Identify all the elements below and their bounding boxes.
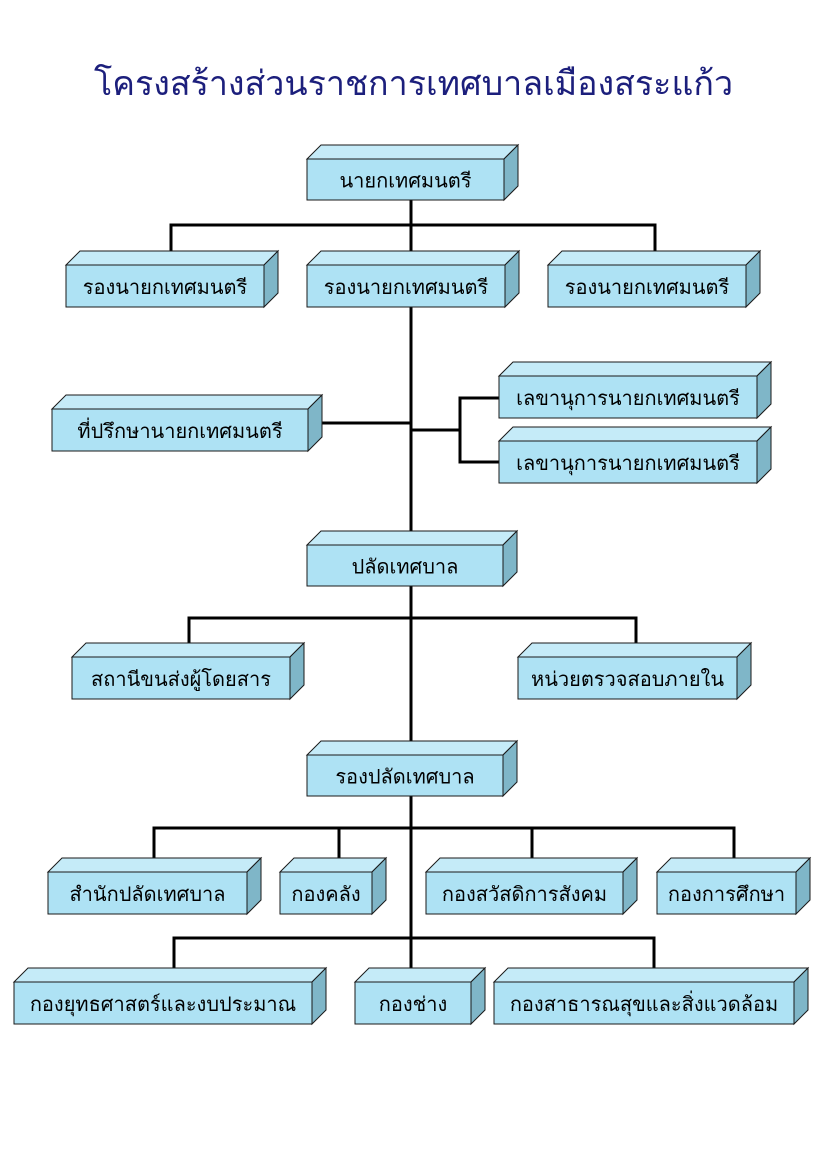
box-front-face xyxy=(656,871,797,915)
box-top-face xyxy=(353,967,487,983)
box-top-face xyxy=(305,250,521,266)
org-box-strategy-budget-division: กองยุทธศาสตร์และงบประมาณ xyxy=(12,966,328,1026)
box-front-face xyxy=(498,440,758,484)
box-front-face xyxy=(306,264,506,308)
org-box-engineering-division: กองช่าง xyxy=(353,966,487,1026)
box-front-face xyxy=(65,264,265,308)
box-top-face xyxy=(12,967,328,983)
box-top-face xyxy=(305,530,519,546)
box-top-face xyxy=(497,426,773,442)
box-top-face xyxy=(278,857,388,873)
org-box-label: รองนายกเทศมนตรี xyxy=(324,275,489,299)
org-box-label: เลขานุการนายกเทศมนตรี xyxy=(516,451,740,476)
org-box-public-health-division: กองสาธารณสุขและสิ่งแวดล้อม xyxy=(492,966,810,1026)
org-box-label: สำนักปลัดเทศบาล xyxy=(69,882,225,906)
org-box-finance-division: กองคลัง xyxy=(278,856,388,916)
box-front-face xyxy=(547,264,747,308)
org-box-label: กองสวัสดิการสังคม xyxy=(442,882,607,906)
org-box-deputy-mayor-1: รองนายกเทศมนตรี xyxy=(64,249,280,309)
org-box-social-welfare-division: กองสวัสดิการสังคม xyxy=(424,856,639,916)
box-top-face xyxy=(516,642,753,658)
box-top-face xyxy=(64,250,280,266)
org-box-label: นายกเทศมนตรี xyxy=(339,169,471,193)
org-box-clerk-office: สำนักปลัดเทศบาล xyxy=(46,856,263,916)
org-boxes: นายกเทศมนตรีรองนายกเทศมนตรี รองนายกเทศมนต… xyxy=(12,143,812,1026)
org-box-mayor-advisor: ที่ปรึกษานายกเทศมนตรี xyxy=(50,393,324,453)
org-box-label: ที่ปรึกษานายกเทศมนตรี xyxy=(77,417,282,443)
box-top-face xyxy=(46,857,263,873)
box-front-face xyxy=(306,754,504,797)
org-box-mayor: นายกเทศมนตรี xyxy=(305,143,520,202)
connector-lines xyxy=(152,198,736,984)
box-top-face xyxy=(305,144,520,160)
org-box-mayor-secretary-1: เลขานุการนายกเทศมนตรี xyxy=(497,360,773,420)
org-box-label: กองยุทธศาสตร์และงบประมาณ xyxy=(30,992,296,1017)
org-box-deputy-mayor-2: รองนายกเทศมนตรี xyxy=(305,249,521,309)
org-box-label: กองการศึกษา xyxy=(668,882,785,906)
org-box-mayor-secretary-2: เลขานุการนายกเทศมนตรี xyxy=(497,425,773,485)
box-front-face xyxy=(71,656,291,700)
org-box-label: รองปลัดเทศบาล xyxy=(335,765,474,789)
org-box-label: กองคลัง xyxy=(291,882,360,906)
box-front-face xyxy=(279,871,373,915)
box-top-face xyxy=(305,740,519,756)
org-box-label: ปลัดเทศบาล xyxy=(352,555,459,579)
org-box-bus-terminal: สถานีขนส่งผู้โดยสาร xyxy=(70,641,306,701)
box-front-face xyxy=(13,981,313,1025)
box-top-face xyxy=(424,857,639,873)
org-box-deputy-clerk: รองปลัดเทศบาล xyxy=(305,739,519,798)
org-box-label: หน่วยตรวจสอบภายใน xyxy=(531,667,724,691)
org-box-label: สถานีขนส่งผู้โดยสาร xyxy=(91,667,271,692)
org-box-internal-audit: หน่วยตรวจสอบภายใน xyxy=(516,641,753,701)
box-top-face xyxy=(70,642,306,658)
box-front-face xyxy=(354,981,472,1025)
org-box-label: รองนายกเทศมนตรี xyxy=(83,275,248,299)
org-box-municipal-clerk: ปลัดเทศบาล xyxy=(305,529,519,588)
org-box-label: รองนายกเทศมนตรี xyxy=(565,275,730,299)
org-box-education-division: กองการศึกษา xyxy=(655,856,812,916)
org-box-label: กองสาธารณสุขและสิ่งแวดล้อม xyxy=(510,990,778,1017)
box-top-face xyxy=(50,394,324,410)
box-front-face xyxy=(306,544,504,587)
box-top-face xyxy=(492,967,810,983)
org-box-label: เลขานุการนายกเทศมนตรี xyxy=(516,386,740,411)
box-front-face xyxy=(493,981,795,1025)
box-front-face xyxy=(51,408,309,452)
box-top-face xyxy=(546,250,762,266)
org-box-deputy-mayor-3: รองนายกเทศมนตรี xyxy=(546,249,762,309)
box-front-face xyxy=(47,871,248,915)
page-title: โครงสร้างส่วนราชการเทศบาลเมืองสระแก้ว xyxy=(93,64,734,104)
box-top-face xyxy=(655,857,812,873)
org-box-label: กองช่าง xyxy=(379,992,447,1016)
box-front-face xyxy=(425,871,624,915)
box-top-face xyxy=(497,361,773,377)
box-front-face xyxy=(498,375,758,419)
box-front-face xyxy=(306,158,505,201)
box-front-face xyxy=(517,656,738,700)
